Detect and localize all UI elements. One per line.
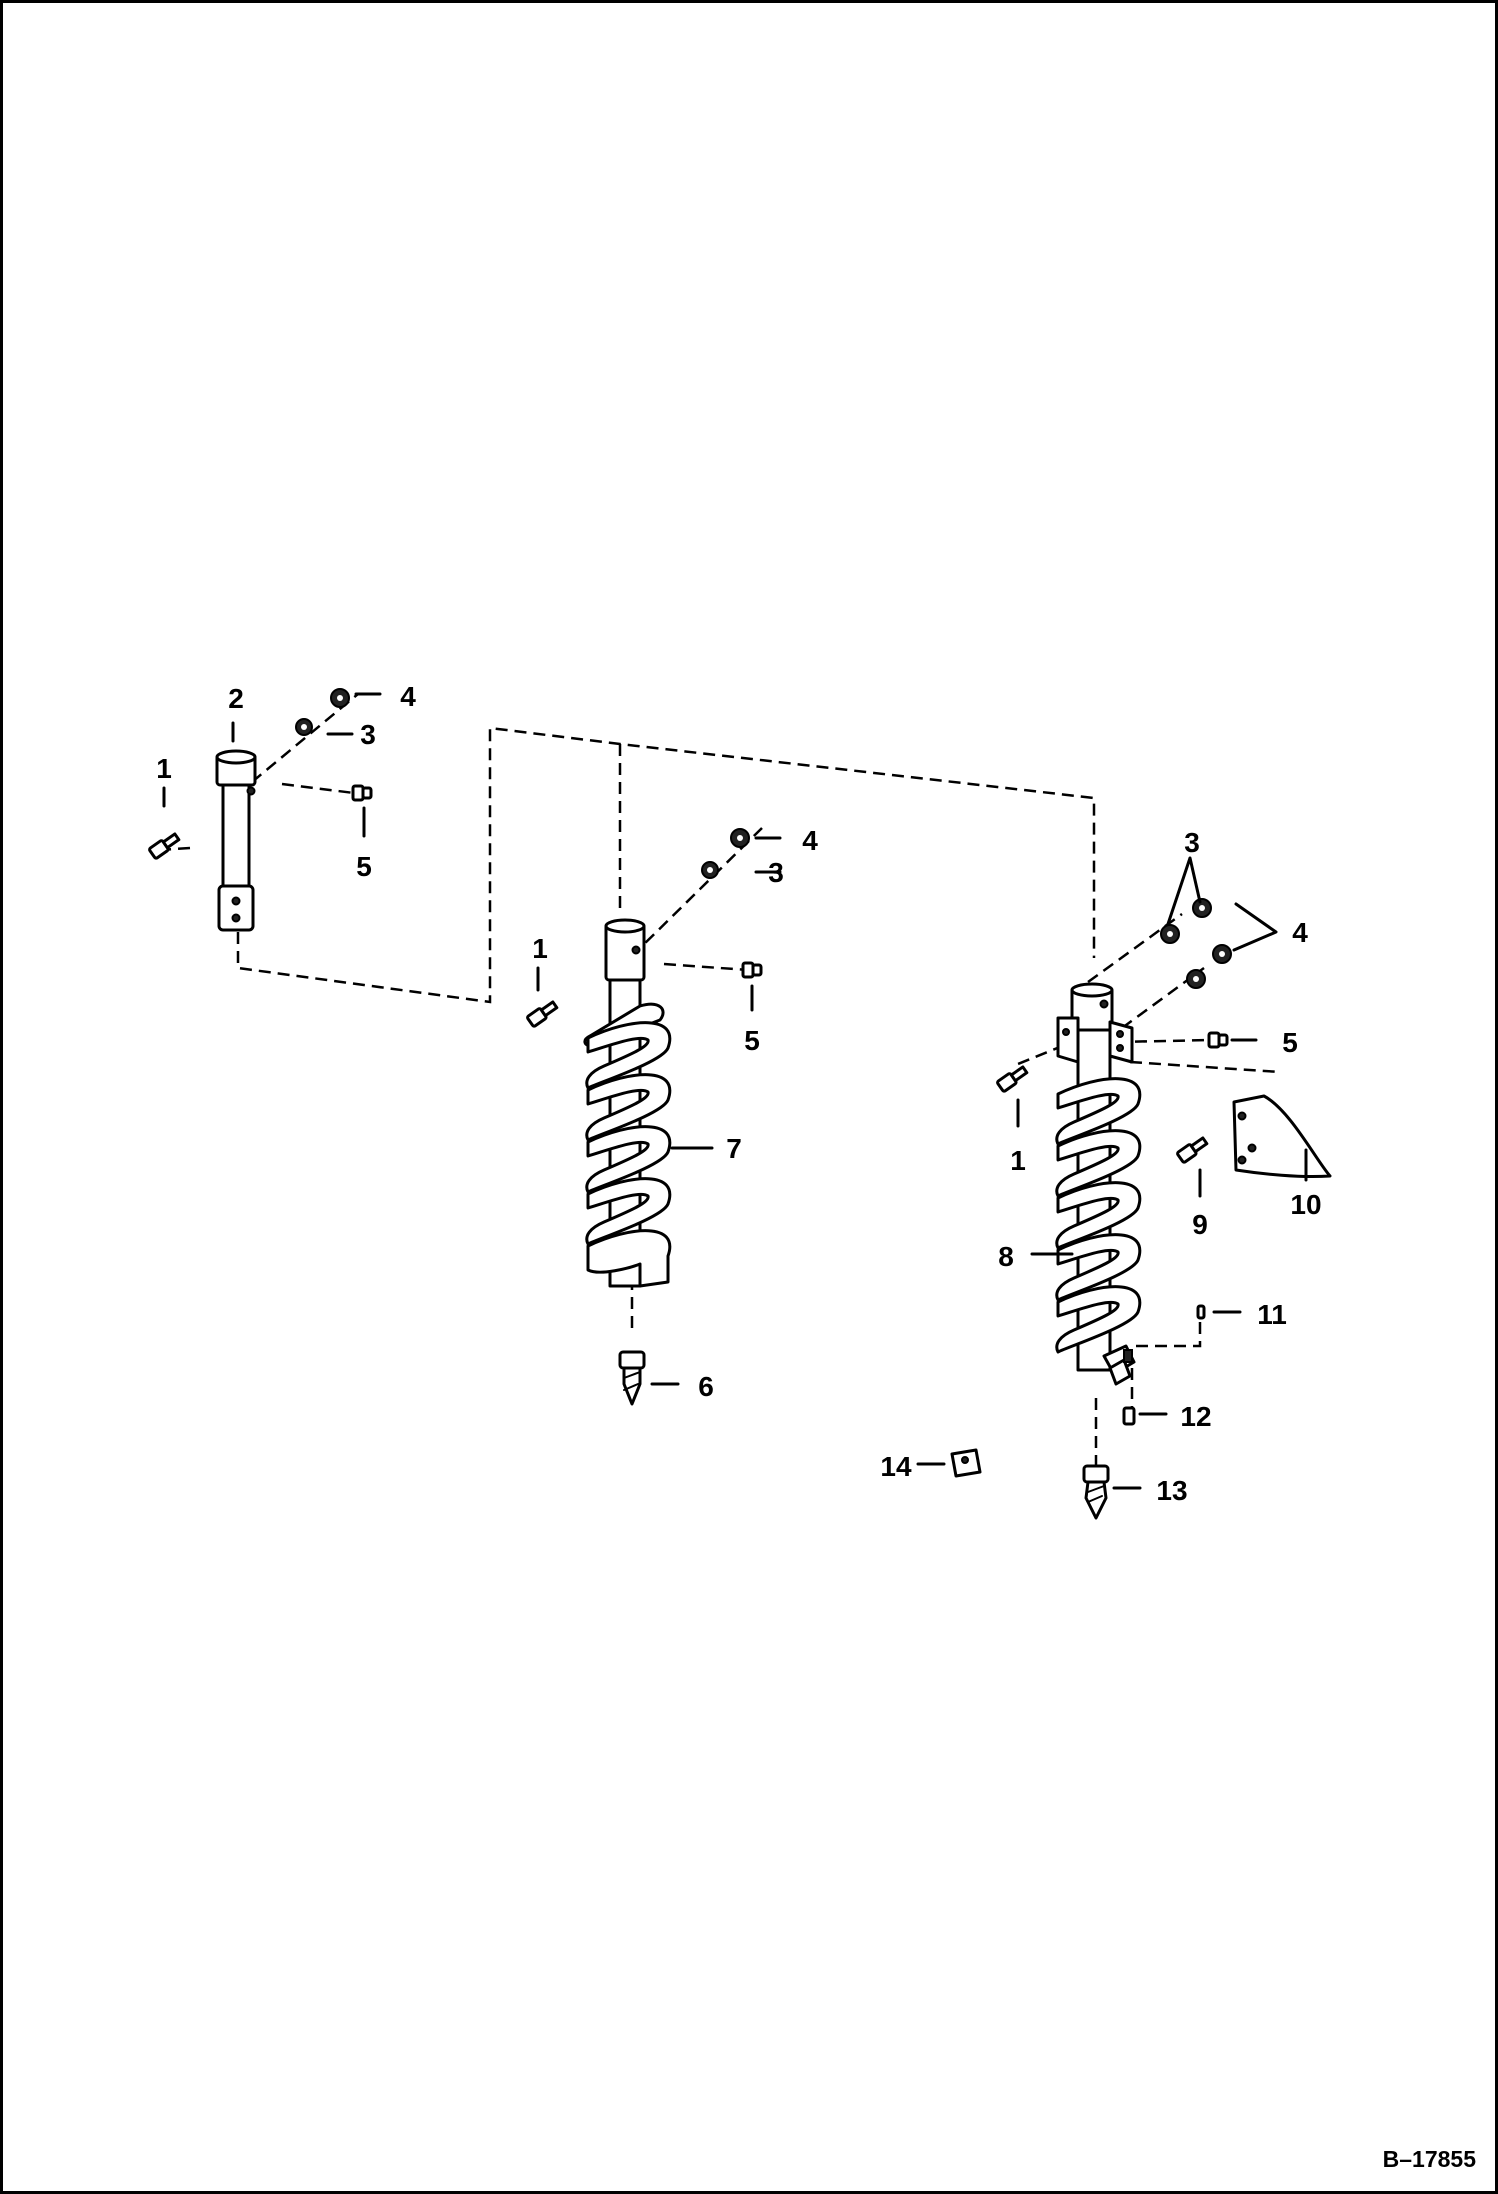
leader-lines <box>162 692 1308 1490</box>
bit-part-13 <box>1082 1464 1110 1520</box>
assembly-dashed-lines <box>159 693 1281 1468</box>
pilot-bit-part-6 <box>618 1350 646 1406</box>
callout-c8: 8 <box>998 1241 1014 1272</box>
callout-a2: 2 <box>228 683 244 714</box>
callout-b7: 7 <box>726 1133 742 1164</box>
bolt-part-1 <box>148 832 1029 1093</box>
plate-part-10 <box>1232 1094 1332 1179</box>
callout-c12: 12 <box>1180 1401 1211 1432</box>
bolt-part-9 <box>1176 1136 1209 1164</box>
callout-b3: 3 <box>768 857 784 888</box>
callout-a5: 5 <box>356 851 372 882</box>
callout-c13: 13 <box>1156 1475 1187 1506</box>
callout-c10: 10 <box>1290 1189 1321 1220</box>
callout-a4: 4 <box>400 681 416 712</box>
callout-c9: 9 <box>1192 1209 1208 1240</box>
callout-b4: 4 <box>802 825 818 856</box>
callout-c4: 4 <box>1292 917 1308 948</box>
callout-b6: 6 <box>698 1371 714 1402</box>
callout-b5: 5 <box>744 1025 760 1056</box>
adapter-part-2 <box>215 749 257 932</box>
callout-a3: 3 <box>360 719 376 750</box>
callout-labels: 2 1 3 4 5 1 3 4 5 7 6 3 4 5 1 9 10 8 11 … <box>156 681 1321 1506</box>
auger-part-7 <box>583 918 672 1288</box>
callout-c3: 3 <box>1184 827 1200 858</box>
callout-c1: 1 <box>1010 1145 1026 1176</box>
callout-c14: 14 <box>880 1451 912 1482</box>
screw-part-5 <box>351 784 1229 1049</box>
small-parts-11-12-14 <box>950 1304 1206 1478</box>
callout-b1: 1 <box>532 933 548 964</box>
auger-part-8 <box>1055 982 1142 1386</box>
callout-a1: 1 <box>156 753 172 784</box>
callout-c5: 5 <box>1282 1027 1298 1058</box>
washer-nut-parts-3-4 <box>295 688 1232 989</box>
callout-c11: 11 <box>1257 1299 1287 1330</box>
document-id: B–17855 <box>1383 2146 1477 2172</box>
